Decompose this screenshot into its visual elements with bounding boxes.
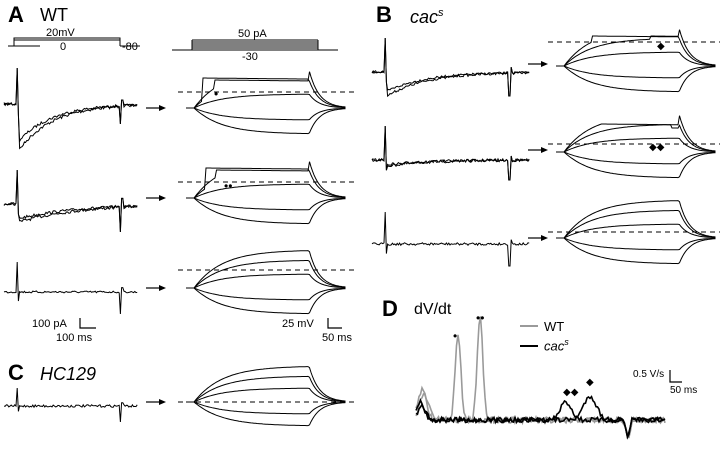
a-voltage-3-trace-2 — [193, 260, 346, 289]
figure-drawing — [3, 29, 720, 440]
b-current-1-overlay — [371, 37, 530, 97]
b-voltage-3-trace-2 — [563, 210, 716, 239]
c-arrow-head — [159, 399, 166, 405]
voltage-scale-y-label: 25 mV — [282, 318, 314, 330]
a-arrow-3-head — [159, 285, 166, 291]
marker-d-cac-1: ◆◆ — [563, 387, 579, 398]
marker-b-diamond: ◆ — [657, 41, 665, 52]
c-current — [3, 387, 138, 423]
b-voltage-2-trace-1 — [563, 115, 716, 153]
current-hold-label: -30 — [242, 51, 258, 63]
a-voltage-2-trace-5 — [193, 197, 346, 225]
panel-c-letter: C — [8, 360, 24, 385]
voltage-step-label: 20mV — [46, 27, 75, 39]
vprot-step — [13, 37, 121, 46]
a-voltage-3-trace-1 — [193, 250, 346, 289]
current-step-label: 50 pA — [238, 28, 267, 40]
b-arrow-2-head — [541, 147, 548, 153]
b-voltage-1-trace-3 — [563, 51, 716, 67]
c-voltage-trace-3 — [193, 387, 346, 403]
a-current-3 — [3, 261, 138, 315]
a-voltage-3-trace-3 — [193, 273, 346, 289]
voltage-test-label: 0 — [60, 41, 67, 53]
marker-d-wt-1: • — [453, 329, 458, 343]
marker-a-dots: •• — [224, 179, 233, 193]
b-current-2 — [371, 125, 530, 181]
b-voltage-3-trace-4 — [563, 237, 716, 251]
a-voltage-2-trace-2 — [193, 167, 346, 199]
b-voltage-2-trace-3 — [563, 137, 716, 153]
marker-d-cac-2: ◆ — [586, 377, 594, 388]
b-voltage-1-trace-1 — [563, 29, 716, 67]
marker-b-diamonds: ◆◆ — [649, 142, 665, 153]
b-voltage-2-trace-2 — [563, 124, 716, 153]
dvdt-cac-trace-2 — [415, 395, 666, 440]
b-arrow-3-head — [541, 235, 548, 241]
a-voltage-1-trace-1 — [193, 71, 346, 109]
b-voltage-1-trace-5 — [563, 65, 716, 93]
a-current-1-overlay — [3, 67, 138, 144]
panel-b-title: cacs — [410, 7, 444, 27]
a-voltage-scalebar — [327, 318, 342, 329]
panel-b-letter: B — [376, 2, 392, 27]
marker-a-dot: • — [214, 87, 219, 101]
current-scale-x-label: 100 ms — [56, 332, 93, 344]
b-arrow-1-head — [541, 61, 548, 67]
dvdt-wt-trace-1 — [415, 334, 666, 439]
panel-b-title-base: cac — [410, 7, 439, 27]
a-voltage-2-trace-1 — [193, 161, 346, 199]
b-current-3 — [371, 211, 530, 267]
b-voltage-2-trace-4 — [563, 151, 716, 165]
legend-cac-label-sup: s — [564, 337, 569, 347]
marker-d-wt-2: •• — [476, 311, 485, 325]
b-voltage-2-trace-5 — [563, 151, 716, 179]
a-current-2-overlay — [3, 169, 138, 233]
a-voltage-1-trace-4 — [193, 107, 346, 121]
c-voltage-trace-4 — [193, 401, 346, 415]
b-voltage-3-trace-3 — [563, 223, 716, 239]
current-scale-y-label: 100 pA — [32, 318, 67, 330]
panel-a-letter: A — [8, 2, 24, 27]
a-current-2 — [3, 169, 138, 233]
c-voltage-trace-5 — [193, 401, 346, 427]
panel-a-title: WT — [40, 5, 68, 25]
b-voltage-3-trace-5 — [563, 237, 716, 265]
panel-d-letter: D — [382, 296, 398, 321]
a-voltage-1-trace-2 — [193, 77, 346, 109]
legend-wt-label: WT — [544, 319, 565, 334]
legend-cac-label: cacs — [544, 337, 569, 354]
dvdt-scalebar — [669, 370, 682, 383]
b-voltage-3-trace-1 — [563, 200, 716, 239]
dvdt-scale-x-label: 50 ms — [670, 385, 698, 396]
voltage-hold-label: -80 — [122, 41, 138, 53]
a-voltage-1-trace-3 — [193, 93, 346, 109]
c-voltage-trace-2 — [193, 375, 346, 403]
panel-c-title: HC129 — [40, 364, 97, 384]
b-voltage-1-trace-4 — [563, 65, 716, 79]
a-voltage-3-trace-4 — [193, 287, 346, 301]
iprot-edges — [191, 40, 319, 50]
legend-cac-label-base: cac — [544, 338, 565, 354]
a-arrow-1-head — [159, 105, 166, 111]
a-voltage-3-trace-5 — [193, 287, 346, 315]
a-current-scalebar — [79, 318, 96, 329]
a-arrow-2-head — [159, 195, 166, 201]
c-voltage-trace-1 — [193, 366, 346, 403]
b-voltage-1-trace-2 — [563, 35, 716, 67]
a-voltage-1-trace-5 — [193, 107, 346, 135]
panel-b-title-sup: s — [438, 7, 444, 19]
b-current-2-overlay — [371, 125, 530, 181]
a-current-1 — [3, 67, 138, 150]
dvdt-scale-y-label: 0.5 V/s — [633, 369, 665, 380]
a-voltage-2-trace-3 — [193, 183, 346, 199]
panel-d-title: dV/dt — [414, 301, 452, 318]
voltage-scale-x-label: 50 ms — [322, 332, 352, 344]
a-voltage-2-trace-4 — [193, 197, 346, 211]
